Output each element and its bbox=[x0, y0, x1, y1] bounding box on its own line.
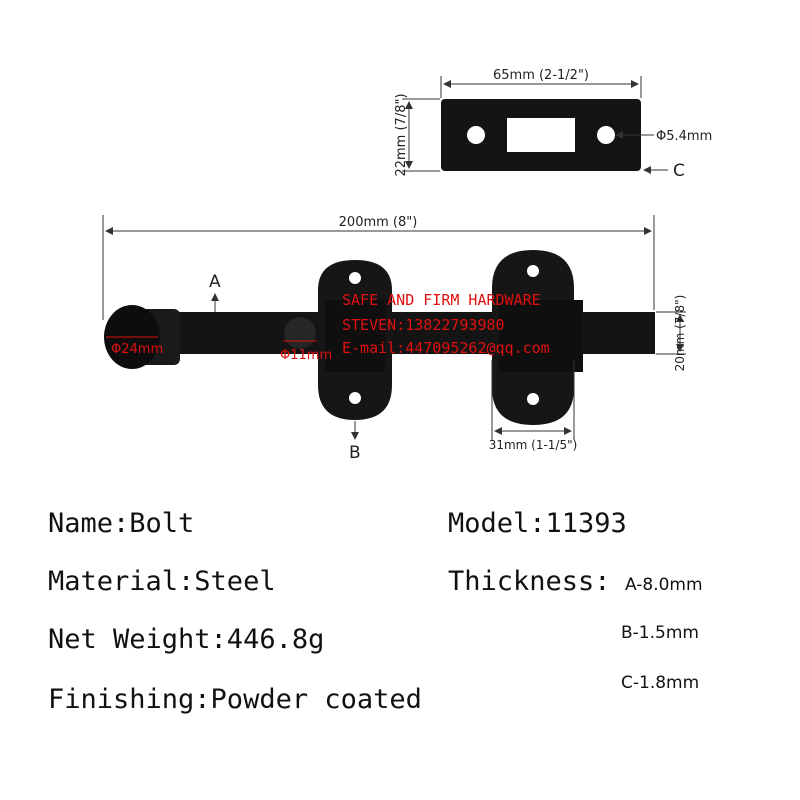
spec-finishing: Finishing:Powder coated bbox=[48, 684, 422, 715]
strike-plate-hole-left bbox=[467, 126, 485, 144]
spec-net-weight: Net Weight:446.8g bbox=[48, 624, 325, 655]
mounting-plate-right bbox=[492, 250, 583, 425]
spec-name: Name:Bolt bbox=[48, 508, 195, 539]
technical-drawing: 65mm (2-1/2") 22mm (7/8") Φ5.4mm C 200mm… bbox=[102, 68, 712, 463]
screw-hole bbox=[527, 265, 539, 277]
spec-thickness-b: B-1.5mm bbox=[621, 623, 699, 643]
strike-plate-width-label: 65mm (2-1/2") bbox=[493, 68, 589, 83]
spec-model: Model:11393 bbox=[448, 508, 627, 539]
screw-hole bbox=[349, 392, 361, 404]
screw-hole bbox=[527, 393, 539, 405]
spec-thickness-c: C-1.8mm bbox=[621, 673, 700, 693]
bolt-assembly bbox=[104, 250, 655, 425]
strike-plate: 65mm (2-1/2") 22mm (7/8") Φ5.4mm C bbox=[394, 68, 712, 181]
pin-diameter-label: Φ11mm bbox=[280, 348, 332, 363]
plate-width-label: 31mm (1-1/5") bbox=[489, 438, 578, 452]
watermark-contact: STEVEN:13822793980 bbox=[342, 316, 505, 334]
marker-b: B bbox=[349, 443, 361, 463]
marker-a: A bbox=[209, 272, 221, 292]
bolt-length-label: 200mm (8") bbox=[339, 215, 418, 230]
hole-diameter-label: Φ5.4mm bbox=[656, 129, 712, 144]
watermark-company: SAFE AND FIRM HARDWARE bbox=[342, 291, 541, 309]
screw-hole bbox=[349, 272, 361, 284]
marker-c: C bbox=[673, 161, 685, 181]
watermark-email: E-mail:447095262@qq.com bbox=[342, 339, 550, 357]
bolt-height-label: 20mm (7/8") bbox=[673, 295, 687, 372]
spec-thickness-a: A-8.0mm bbox=[625, 575, 703, 595]
bolt-pin bbox=[284, 317, 316, 349]
strike-plate-hole-right bbox=[597, 126, 615, 144]
strike-plate-height-label: 22mm (7/8") bbox=[394, 93, 409, 176]
spec-material: Material:Steel bbox=[48, 566, 276, 597]
strike-plate-slot bbox=[507, 118, 575, 152]
spec-thickness-label: Thickness: bbox=[448, 566, 611, 597]
mounting-plate-left bbox=[318, 260, 392, 420]
knob-diameter-label: Φ24mm bbox=[111, 342, 163, 357]
